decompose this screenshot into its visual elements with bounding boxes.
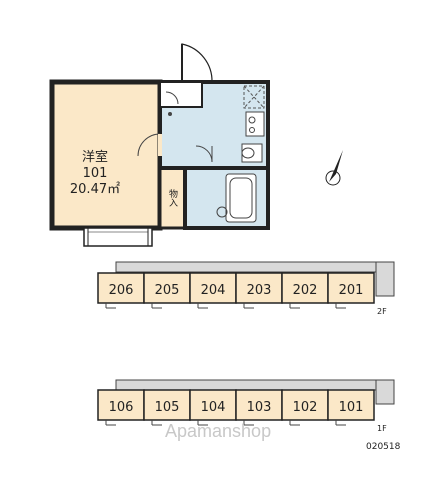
unit-cell (281, 389, 329, 421)
unit-cell (327, 389, 375, 421)
corridor-2f (115, 261, 395, 273)
room-type-label: 洋室 (82, 149, 108, 165)
shoe-box-door-icon (165, 91, 179, 105)
stairs-2f (375, 261, 395, 297)
fridge-space (243, 85, 265, 109)
unit-cell (97, 272, 145, 304)
unit-cell (143, 389, 191, 421)
entrance-door-icon (181, 43, 213, 83)
unit-row-1f: 106 105 104 103 102 101 (97, 389, 375, 421)
balcony (83, 227, 153, 247)
unit-label: 204 (201, 283, 226, 298)
stairs-1f (375, 379, 395, 405)
closet (158, 166, 187, 230)
unit-row-2f: 206 205 204 203 202 201 (97, 272, 375, 304)
unit-label: 105 (155, 400, 180, 415)
plan-code: 020518 (366, 442, 401, 452)
unit-cell (189, 272, 237, 304)
unit-label: 206 (109, 283, 134, 298)
unit-label: 201 (339, 283, 364, 298)
bathtub-icon (225, 173, 257, 223)
watermark: Apamanshop (165, 421, 271, 441)
unit-label: 106 (109, 400, 134, 415)
floor-label: 1F (377, 424, 387, 433)
unit-label: 102 (293, 400, 318, 415)
unit-label: 203 (247, 283, 272, 298)
area-label: 20.47㎡ (70, 182, 120, 197)
floor-2f: 206 205 204 203 202 201 2F (97, 261, 395, 316)
unit-plan: 洋室 101 20.47㎡ 物入 (49, 43, 270, 247)
room-door-icon (137, 133, 161, 157)
corridor-1f (115, 379, 395, 391)
kitchen-sink-icon (245, 111, 265, 137)
unit-label: 205 (155, 283, 180, 298)
unit-cell (143, 272, 191, 304)
closet-label: 物入 (167, 188, 178, 207)
north-arrow-icon (325, 150, 343, 186)
unit-cell (235, 389, 283, 421)
unit-label: 104 (201, 400, 226, 415)
unit-label: 101 (339, 400, 364, 415)
unit-cell (189, 389, 237, 421)
entrance (159, 81, 203, 108)
unit-cell (327, 272, 375, 304)
unit-label: 103 (247, 400, 272, 415)
floor-1f: 106 105 104 103 102 101 1F (97, 379, 395, 433)
unit-cell (235, 272, 283, 304)
floor-label: 2F (377, 307, 387, 316)
room-number-label: 101 (83, 166, 108, 181)
unit-cell (281, 272, 329, 304)
drain-icon (168, 112, 172, 116)
washbasin-icon (216, 206, 228, 218)
unit-label: 202 (293, 283, 318, 298)
